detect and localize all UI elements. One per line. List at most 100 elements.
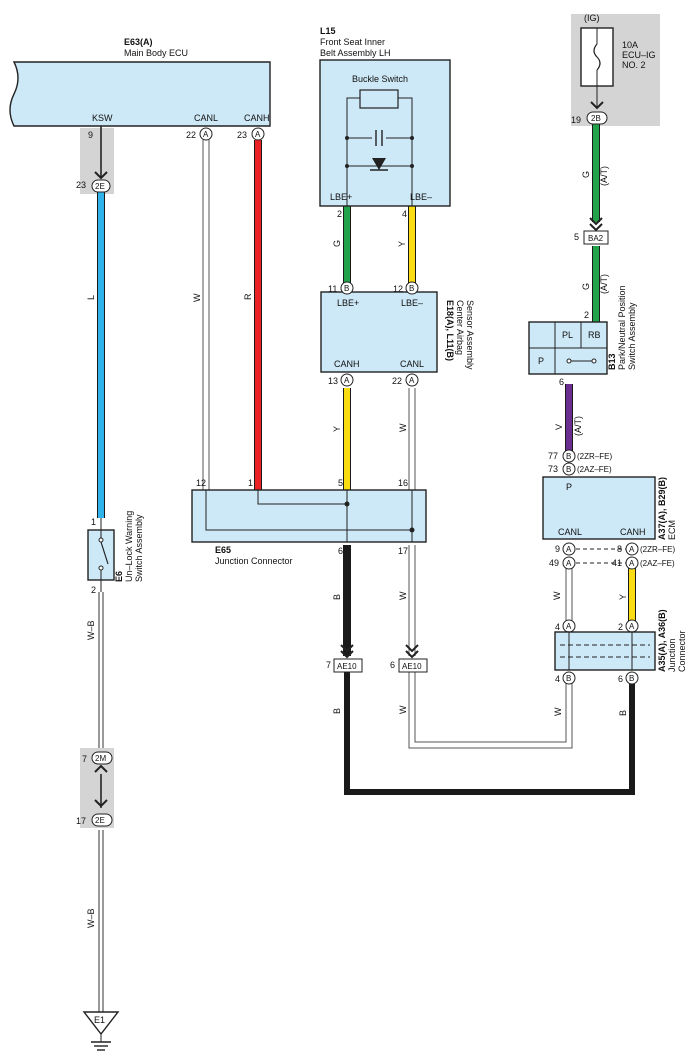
unlock-name-2: Switch Assembly — [134, 514, 144, 582]
ecm-pin-49: 49 — [549, 558, 559, 568]
wire-label-w-e65: W — [398, 591, 408, 600]
ecm-eng-2az-top: (2AZ–FE) — [577, 465, 612, 474]
pnp-pin-6: 6 — [559, 377, 564, 387]
ecu-pin-9: 9 — [88, 130, 93, 140]
ba2-pin-2: 2 — [584, 310, 589, 320]
ba2-pin-5: 5 — [574, 232, 579, 242]
airbag-sensor-assembly: 11 B 12 B LBE+ LBE– CANH CANL 13 A 22 A … — [320, 281, 475, 387]
ecm-pin-77: 77 — [548, 451, 558, 461]
main-body-ecu: E63(A) Main Body ECU KSW CANL CANH 9 22 … — [9, 37, 271, 141]
ecm-tag-a4: A — [629, 559, 635, 568]
ecm-tag-a3: A — [566, 559, 572, 568]
unlock-name-1: Un–Lock Warning — [124, 511, 134, 582]
ground-2m-label: 2M — [95, 754, 106, 763]
connector-ae10: 7 AE10 6 AE10 — [326, 644, 428, 673]
ecu-code: E63(A) — [124, 37, 153, 47]
buckle-pin-2: 2 — [337, 209, 342, 219]
pnp-name-2: Switch Assembly — [627, 302, 637, 370]
e65-code: E65 — [215, 545, 231, 555]
wire-label-w-a36: W — [553, 707, 563, 716]
airbag-pin-canl: CANL — [400, 359, 424, 369]
wire-label-at-ig: (A/T) — [599, 166, 609, 186]
ecm-tag-b2: B — [566, 465, 571, 474]
ecm-eng-2zr: (2ZR–FE) — [640, 545, 675, 554]
ecm-pin-9: 9 — [555, 544, 560, 554]
airbag-name-2: Sensor Assembly — [465, 300, 475, 370]
ecm-tag-a1: A — [566, 545, 572, 554]
ecm-name: ECM — [667, 520, 677, 540]
buckle-name-2: Belt Assembly LH — [320, 48, 391, 58]
airbag-pin-lbe-plus: LBE+ — [337, 298, 359, 308]
ground-splice: 7 2M 17 2E — [76, 751, 113, 827]
airbag-pin-12: 12 — [393, 284, 403, 294]
ba2-label: BA2 — [588, 234, 604, 243]
e65-pin-12: 12 — [196, 478, 206, 488]
ecm-tag-a2: A — [629, 545, 635, 554]
ig-fuse-amp: 10A — [622, 40, 638, 50]
a35-pin-4a: 4 — [555, 622, 560, 632]
park-neutral-switch: PL RB P 6 B13 Park/Neutral Position Swit… — [528, 285, 637, 387]
wire-label-w-ecm: W — [552, 591, 562, 600]
buckle-pin-lbe-minus: LBE– — [410, 192, 432, 202]
ground-pin-7: 7 — [82, 754, 87, 764]
ground-2e-label: 2E — [95, 816, 105, 825]
wire-labels: L W R G Y Y W B W B W G (A/T) G (A/T) V … — [86, 166, 628, 928]
splice-2e-top: 23 2E — [76, 171, 111, 193]
wire-label-w-lower: W — [398, 705, 408, 714]
pnp-pl: PL — [562, 330, 573, 340]
airbag-tag-a1: A — [344, 376, 350, 385]
wire-label-g-buckle: G — [332, 240, 342, 247]
wire-w-e65-17 — [408, 545, 416, 656]
ae10-label-2: AE10 — [402, 662, 422, 671]
e65-pin-16: 16 — [398, 478, 408, 488]
ig-fuse: (IG) 10A ECU–IG NO. 2 19 2B — [571, 13, 656, 125]
splice-2e-label: 2E — [95, 182, 105, 191]
ecm-eng-2zr-top: (2ZR–FE) — [577, 452, 612, 461]
airbag-code: E18(A), L11(B) — [445, 300, 455, 361]
a35-pin-6b: 6 — [618, 674, 623, 684]
pnp-code: B13 — [607, 353, 617, 370]
wire-label-w-canl: W — [192, 293, 202, 302]
airbag-pin-11: 11 — [328, 284, 337, 294]
ground-e1-label: E1 — [94, 1015, 105, 1025]
ig-conn-2b: 2B — [591, 114, 601, 123]
buckle-name-1: Front Seat Inner — [320, 37, 385, 47]
pnp-name-1: Park/Neutral Position — [617, 285, 627, 370]
wire-label-wb-top: W–B — [86, 620, 96, 640]
wire-label-g-ba2: G — [581, 283, 591, 290]
ecm-pin-41: 41 — [612, 558, 622, 568]
ae10-label-1: AE10 — [337, 662, 357, 671]
wire-label-at-v: (A/T) — [573, 416, 583, 436]
ecu-pin-ksw: KSW — [92, 113, 113, 123]
unlock-pin-2: 2 — [91, 585, 96, 595]
wire-label-y-ecm: Y — [618, 594, 628, 600]
ig-fuse-name: ECU–IG — [622, 50, 656, 60]
unlock-pin-1: 1 — [91, 517, 96, 527]
ecu-name: Main Body ECU — [124, 48, 188, 58]
buckle-code: L15 — [320, 26, 336, 36]
ecm-eng-2az: (2AZ–FE) — [640, 559, 675, 568]
e65-name: Junction Connector — [215, 556, 293, 566]
airbag-tag-b1: B — [344, 284, 349, 293]
airbag-name-1: Center Airbag — [455, 300, 465, 355]
ecu-pin-canh: CANH — [244, 113, 270, 123]
airbag-pin-canh: CANH — [334, 359, 360, 369]
e65-pin-6: 6 — [338, 546, 343, 556]
ecu-tag-a1: A — [203, 130, 209, 139]
ig-label: (IG) — [584, 13, 600, 23]
e65-pin-1: 1 — [248, 478, 253, 488]
ae10-pin-7: 7 — [326, 660, 331, 670]
wire-label-at-ba2: (A/T) — [599, 274, 609, 294]
wire-w-b — [98, 592, 104, 1012]
ecu-pin-canl: CANL — [194, 113, 218, 123]
ecm-tag-b1: B — [566, 452, 571, 461]
ecm-code: A37(A), B29(B) — [657, 477, 667, 540]
ecm-pin-73: 73 — [548, 464, 558, 474]
airbag-tag-b2: B — [409, 284, 414, 293]
junction-connector-a35: 4 A 2 A 4 B 6 B A35(A), A36(B) Junction … — [554, 609, 687, 685]
airbag-pin-lbe-minus: LBE– — [401, 298, 423, 308]
wire-label-l: L — [86, 295, 96, 300]
pnp-rb: RB — [588, 330, 601, 340]
wire-label-g-ig: G — [581, 171, 591, 178]
airbag-pin-13: 13 — [328, 376, 338, 386]
